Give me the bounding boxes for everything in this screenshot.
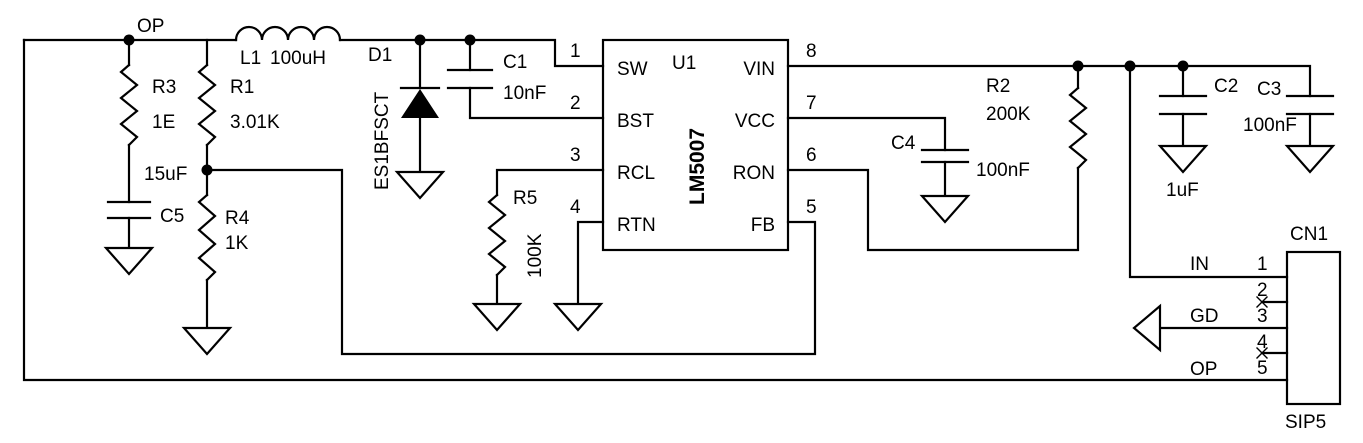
capacitor-c1	[446, 68, 494, 90]
ground-r5	[471, 302, 523, 332]
pin-4-name: RTN	[617, 215, 656, 236]
c4-value: 100nF	[976, 160, 1030, 181]
pin-7-number: 7	[806, 93, 817, 114]
net-label-in: IN	[1190, 254, 1209, 275]
ground-r4	[181, 326, 233, 356]
connector-cn1	[1285, 250, 1342, 406]
pin-6-name: RON	[733, 163, 775, 184]
c1-ref: C1	[503, 52, 527, 73]
c3-ref: C3	[1257, 79, 1281, 100]
d1-value: ES1BFSCT	[372, 91, 393, 190]
junctions	[123, 34, 1189, 176]
c1-value: 10nF	[503, 83, 546, 104]
resistor-r4	[197, 193, 217, 282]
resistor-r3	[119, 63, 139, 147]
net-label-gd: GD	[1190, 306, 1219, 327]
pin-5-name: FB	[751, 215, 775, 236]
c5-value: 15uF	[144, 164, 187, 185]
r4-ref: R4	[225, 208, 250, 229]
l1-value: 100uH	[270, 48, 326, 69]
pin-3-number: 3	[570, 145, 581, 166]
ground-rtn	[552, 302, 604, 332]
pin-7-name: VCC	[735, 111, 775, 132]
resistor-r1	[197, 63, 217, 147]
r4-value: 1K	[225, 233, 249, 254]
pin-5-number: 5	[806, 197, 817, 218]
connector-pin-3: 3	[1257, 306, 1268, 327]
pin-6-number: 6	[806, 145, 817, 166]
pin-4-number: 4	[570, 197, 581, 218]
d1-ref: D1	[368, 45, 392, 66]
ground-c2	[1157, 144, 1209, 174]
connector-footprint: SIP5	[1285, 412, 1326, 433]
pin-1-number: 1	[570, 41, 581, 62]
capacitor-c3	[1285, 94, 1335, 116]
c4-ref: C4	[891, 133, 916, 154]
r5-ref: R5	[513, 188, 537, 209]
ground-c5	[103, 246, 155, 276]
connector-pin-1: 1	[1257, 254, 1268, 275]
connector-pin-4: 4	[1257, 332, 1268, 353]
pin-8-name: VIN	[743, 59, 775, 80]
connector-ref: CN1	[1290, 224, 1328, 245]
r1-ref: R1	[230, 77, 254, 98]
capacitor-c5	[106, 200, 152, 220]
inductor-l1	[234, 25, 342, 42]
ground-c3	[1284, 144, 1336, 174]
ground-d1	[394, 170, 446, 200]
pin-3-name: RCL	[617, 163, 655, 184]
capacitor-c4	[920, 148, 970, 164]
c5-ref: C5	[160, 206, 184, 227]
no-connect-marks	[1256, 296, 1268, 359]
r2-ref: R2	[986, 76, 1010, 97]
r3-ref: R3	[152, 77, 176, 98]
l1-ref: L1	[240, 48, 261, 69]
ic-u1	[601, 38, 790, 252]
ground-c4	[919, 194, 971, 224]
r2-value: 200K	[986, 104, 1031, 125]
wires	[22, 38, 1312, 382]
connector-pin-2: 2	[1257, 280, 1268, 301]
resistor-r2	[1068, 86, 1088, 170]
r5-value: 100K	[525, 233, 546, 278]
connector-pin-5: 5	[1257, 358, 1268, 379]
ic-ref: U1	[672, 53, 696, 74]
c3-value: 100nF	[1243, 115, 1297, 136]
r1-value: 3.01K	[230, 112, 280, 133]
r3-value: 1E	[152, 112, 175, 133]
net-label-op-bottom: OP	[1190, 359, 1217, 380]
diode-d1	[399, 86, 441, 118]
c2-ref: C2	[1214, 76, 1238, 97]
pin-2-name: BST	[617, 111, 654, 132]
resistor-r5	[487, 193, 507, 277]
ground-gd	[1132, 303, 1162, 353]
capacitor-c2	[1158, 94, 1208, 116]
pin-2-number: 2	[570, 93, 581, 114]
pin-8-number: 8	[806, 41, 817, 62]
pin-1-name: SW	[617, 59, 648, 80]
c2-value: 1uF	[1166, 180, 1199, 201]
net-label-op-top: OP	[137, 16, 164, 37]
ic-part-name: LM5007	[686, 128, 709, 205]
